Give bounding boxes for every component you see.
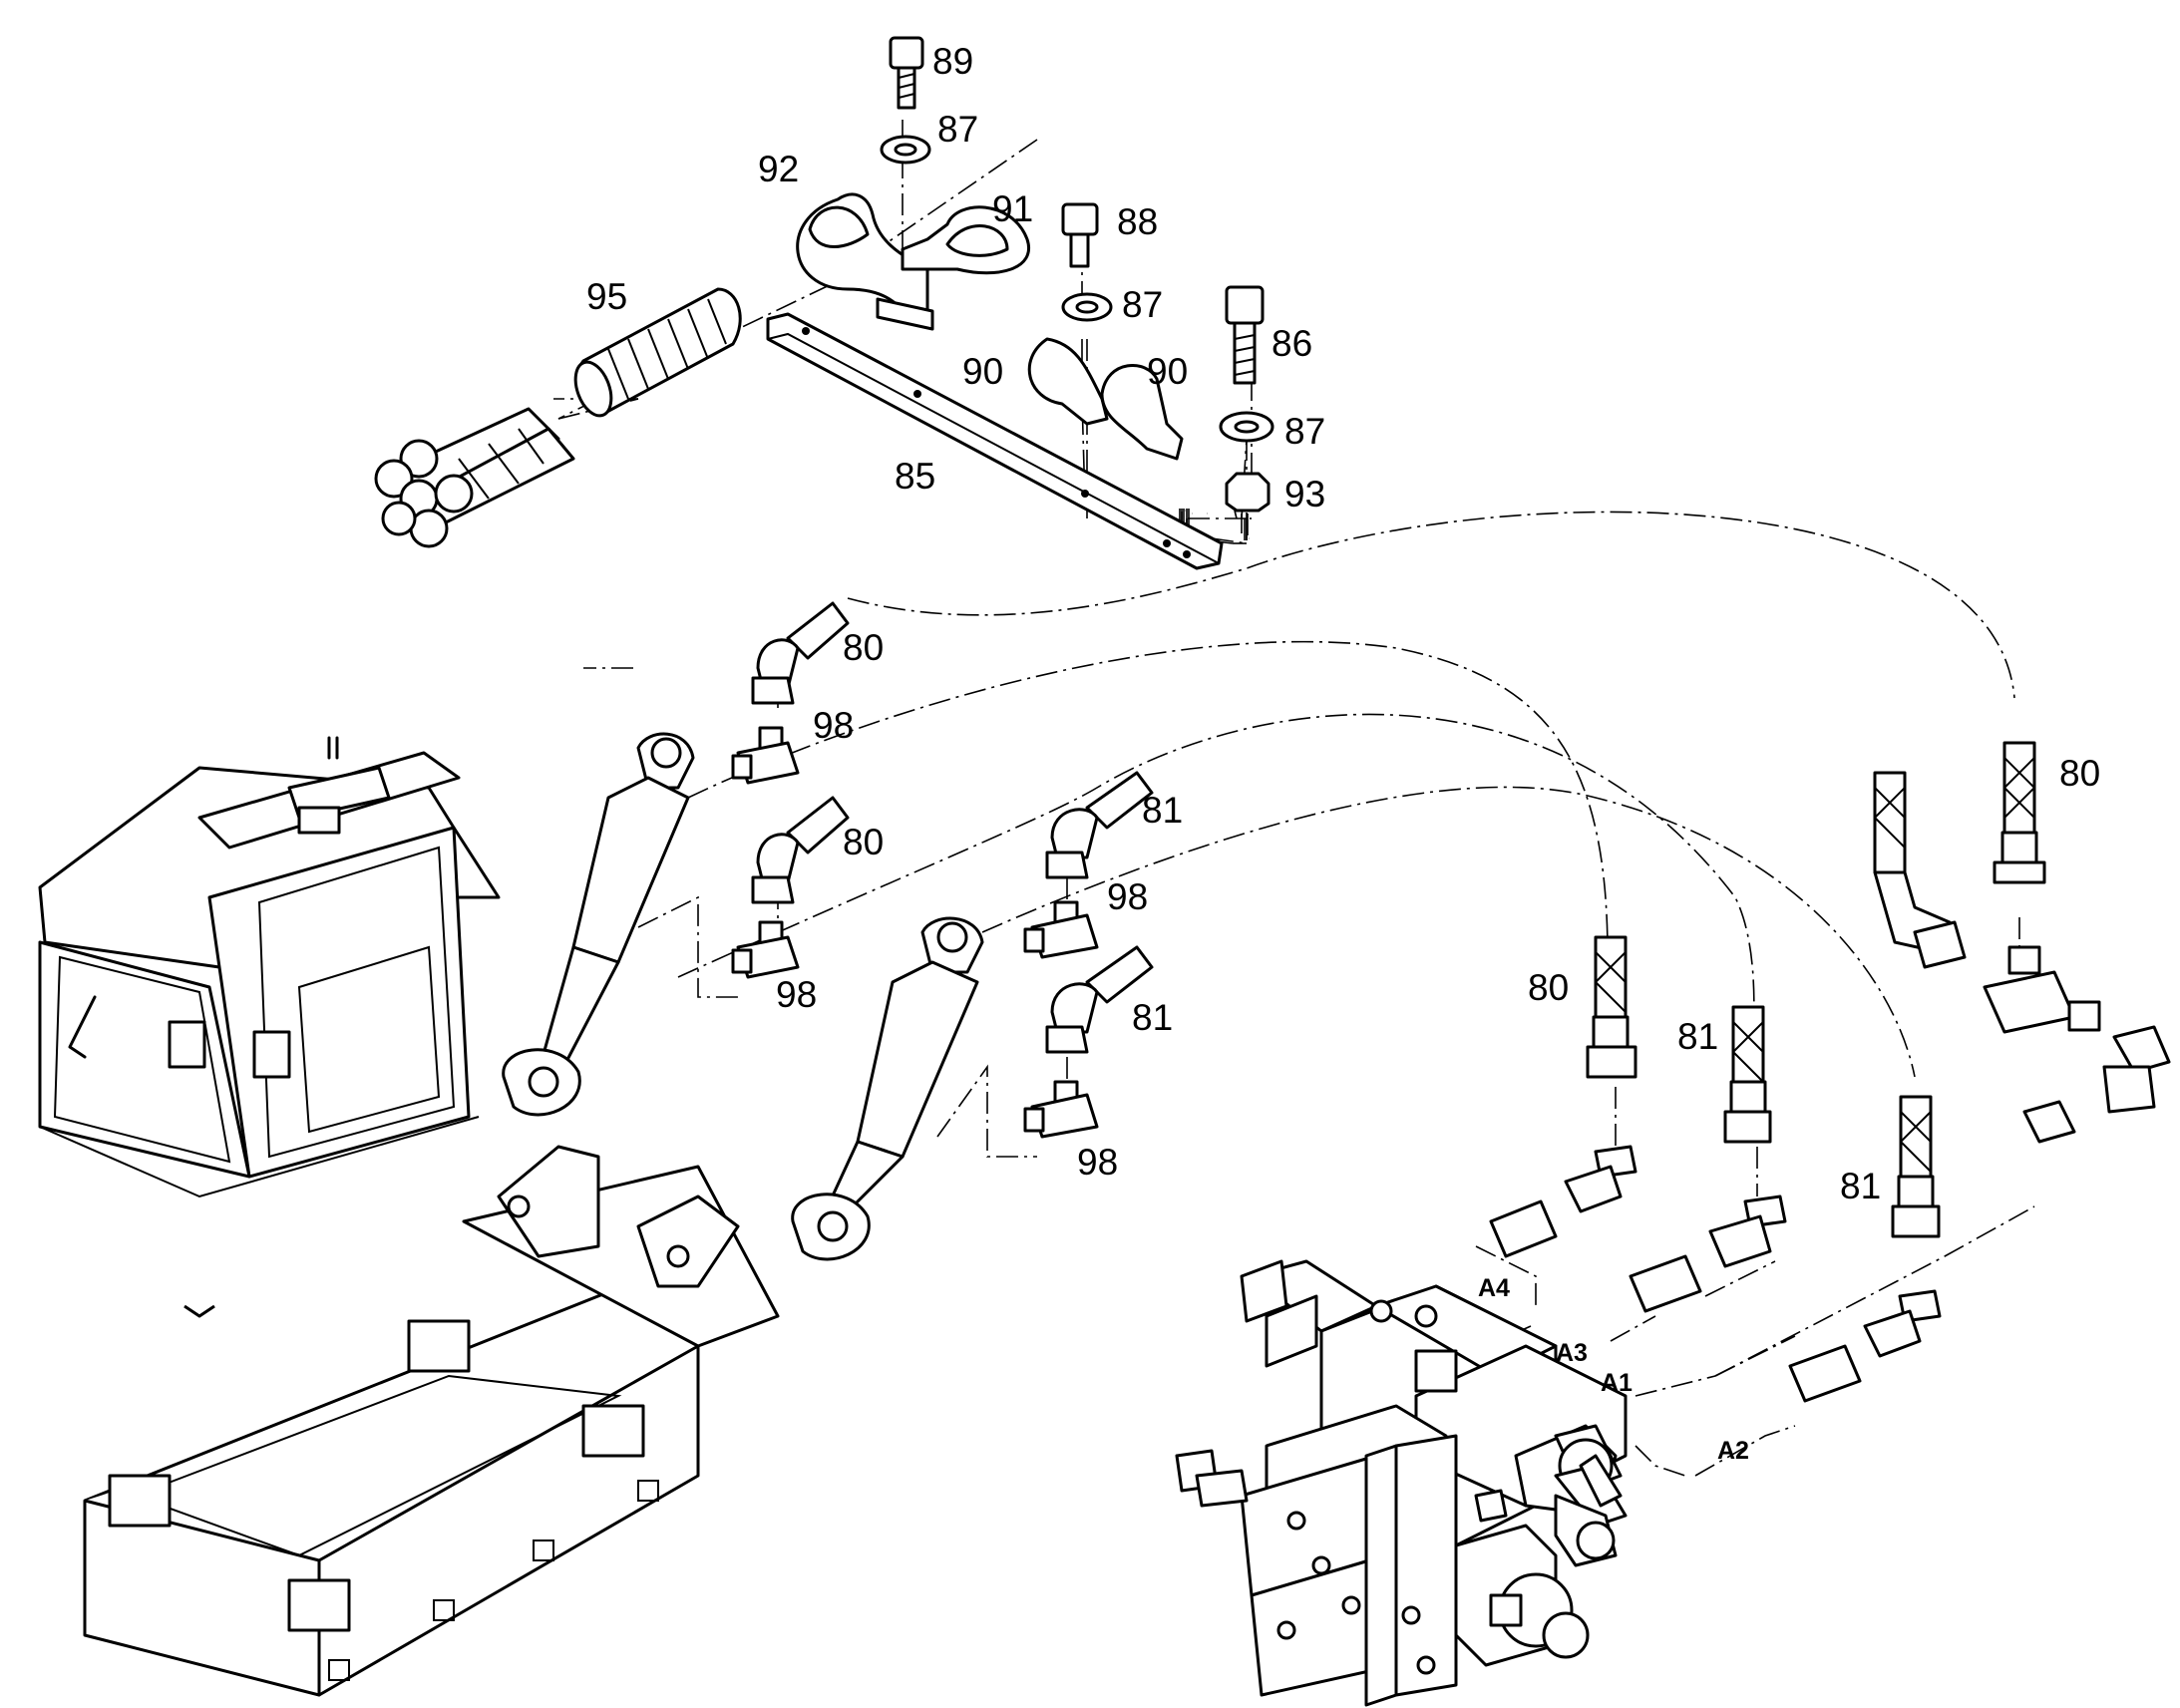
callout-81-lower: 81 [1132, 997, 1173, 1038]
callout-93: 93 [1284, 474, 1325, 514]
hose-end-81-valve-mid [1723, 1005, 1772, 1144]
tee-fitting-98-bottom [1023, 1080, 1099, 1139]
adapter-a3 [1629, 1254, 1702, 1313]
elbow-a2 [1863, 1289, 1942, 1358]
washer-87-mid [1061, 292, 1113, 322]
callout-80-upper-left: 80 [843, 627, 884, 668]
callout-88: 88 [1117, 201, 1158, 242]
console-bracket [462, 1145, 780, 1348]
hose-end-80-valve [1586, 935, 1637, 1079]
double-clamp-91-92 [796, 192, 1031, 331]
callout-87-right: 87 [1284, 411, 1325, 452]
callout-98-upper: 98 [813, 705, 854, 746]
bolt-88 [1061, 202, 1099, 268]
callout-95: 95 [586, 276, 627, 317]
callout-80-lower-left: 80 [843, 822, 884, 862]
tee-fitting-right [1983, 945, 2101, 1034]
hose-bundle [374, 407, 575, 548]
hose-end-80-upper [751, 601, 850, 705]
port-label-a2: A2 [1717, 1437, 1749, 1465]
port-label-a1: A1 [1601, 1369, 1633, 1397]
elbow-right-lower [2102, 1025, 2171, 1114]
hose-end-81-upper [1045, 771, 1154, 879]
callout-86: 86 [1272, 323, 1312, 364]
hose-end-81-lower [1045, 945, 1154, 1054]
callout-81-valve-right: 81 [1840, 1166, 1881, 1206]
hose-end-81-valve-right [1891, 1095, 1941, 1238]
callout-87-top: 87 [937, 109, 978, 150]
tee-fitting-98-mid [1023, 900, 1099, 959]
hose-end-80-upper-right [1993, 741, 2046, 884]
callout-90-left: 90 [962, 351, 1003, 392]
bolt-89 [889, 36, 924, 110]
callout-81-upper: 81 [1142, 790, 1183, 831]
adapter-a2 [1788, 1344, 1862, 1403]
port-labels: A4 A3 A1 A2 [1478, 1274, 1749, 1465]
elbow-a4 [1564, 1145, 1637, 1213]
callout-90-right: 90 [1147, 351, 1188, 392]
hose-end-80-lower [751, 796, 850, 904]
callout-98-lower-left: 98 [776, 974, 817, 1015]
port-label-a3: A3 [1556, 1339, 1588, 1367]
tee-fitting-98-lower-left [731, 920, 800, 979]
adapter-right [2022, 1100, 2076, 1144]
callout-92: 92 [758, 149, 799, 189]
callout-80-upper-right: 80 [2059, 753, 2100, 794]
operator-cab [38, 736, 501, 1318]
callout-85: 85 [895, 456, 935, 497]
nut-93 [1225, 472, 1271, 512]
callout-87-mid: 87 [1122, 284, 1163, 325]
mounting-bar-85 [766, 312, 1224, 570]
spiral-guard-95 [573, 287, 742, 418]
adapter-a4 [1489, 1199, 1558, 1258]
leader-lines [553, 120, 2035, 1477]
gas-spring-cylinder-right [791, 916, 984, 1261]
gas-spring-cylinder-left [502, 732, 695, 1117]
cab-floor-tub [83, 1254, 700, 1697]
washer-87-top [880, 135, 931, 165]
callout-81-valve-mid: 81 [1677, 1016, 1718, 1057]
elbow-a3 [1708, 1195, 1787, 1268]
callout-98-bottom: 98 [1077, 1142, 1118, 1183]
hose-elbow-right [1873, 771, 1967, 969]
callout-91: 91 [992, 188, 1033, 229]
callout-98-mid: 98 [1107, 876, 1148, 917]
washer-87-right [1219, 411, 1274, 443]
bolt-86 [1225, 285, 1265, 385]
control-valve-block [1175, 1259, 1628, 1707]
part-callouts: 89 87 92 91 88 87 95 86 90 90 87 85 93 8… [586, 41, 2100, 1206]
clamp-90-pair [1027, 337, 1184, 461]
port-label-a4: A4 [1478, 1274, 1510, 1302]
tee-fitting-98-upper [731, 726, 800, 785]
callout-80-valve: 80 [1528, 967, 1569, 1008]
callout-89: 89 [932, 41, 973, 82]
